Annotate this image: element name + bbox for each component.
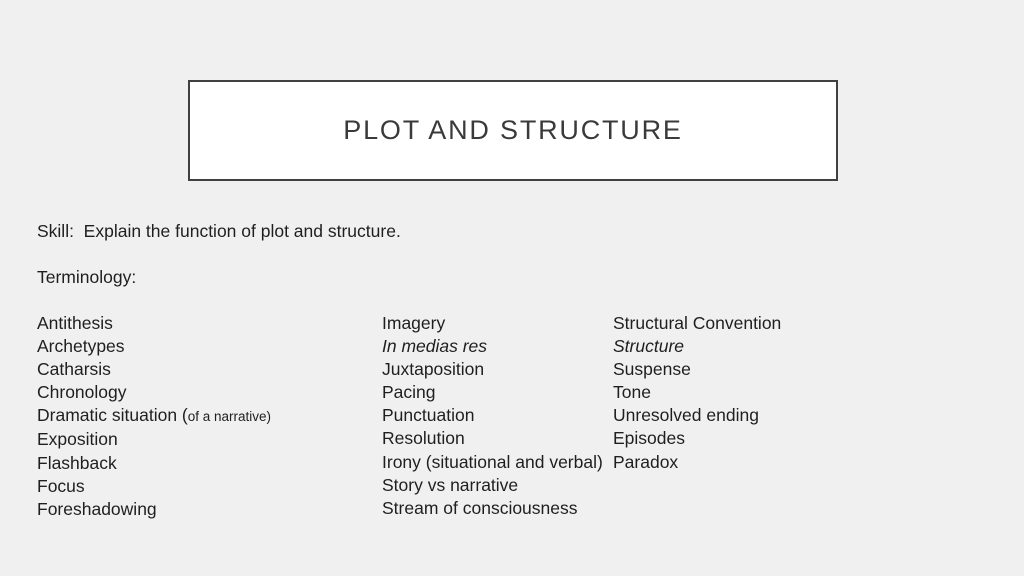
term-item-label: Stream of consciousness: [382, 497, 578, 518]
term-item: Punctuation: [382, 404, 603, 427]
term-item: Episodes: [613, 427, 781, 450]
term-item-label: Irony (situational and verbal): [382, 451, 603, 472]
term-item-label: Tone: [613, 382, 651, 403]
term-item: Foreshadowing: [37, 498, 271, 521]
term-item-label: Episodes: [613, 428, 685, 449]
term-item-label: Catharsis: [37, 359, 111, 380]
term-item-label: Punctuation: [382, 405, 475, 426]
term-item: Imagery: [382, 312, 603, 335]
term-item-label: In medias res: [382, 336, 488, 357]
term-item: Exposition: [37, 428, 271, 451]
term-item: Suspense: [613, 358, 781, 381]
term-item: Antithesis: [37, 312, 271, 335]
term-item-label: Structure: [613, 336, 684, 357]
term-item-label: Pacing: [382, 382, 436, 403]
slide-title: PLOT AND STRUCTURE: [343, 115, 683, 145]
term-item: Paradox: [613, 451, 781, 474]
term-item: Story vs narrative: [382, 474, 603, 497]
term-item-label: Structural Convention: [613, 313, 782, 333]
term-item: Stream of consciousness: [382, 497, 603, 520]
term-item-label: Unresolved ending: [613, 405, 759, 426]
term-item: Structural Convention: [613, 312, 781, 335]
term-item-label: Exposition: [37, 429, 118, 450]
term-item-label: Focus: [37, 475, 85, 496]
term-item-label: Foreshadowing: [37, 498, 157, 519]
term-item-label: Resolution: [382, 428, 465, 449]
term-item: Juxtaposition: [382, 358, 603, 381]
term-item-label: Paradox: [613, 451, 679, 472]
term-item: Flashback: [37, 452, 271, 475]
term-item-label: Antithesis: [37, 313, 113, 333]
term-item: Irony (situational and verbal): [382, 451, 603, 474]
skill-line: Skill: Explain the function of plot and …: [37, 221, 401, 241]
title-box: PLOT AND STRUCTURE: [188, 80, 838, 181]
term-item: Unresolved ending: [613, 404, 781, 427]
term-item: Pacing: [382, 381, 603, 404]
term-item: Chronology: [37, 381, 271, 404]
term-item-label: Suspense: [613, 359, 691, 380]
term-item-note: of a narrative): [187, 409, 272, 425]
term-item-label: Story vs narrative: [382, 474, 519, 495]
term-item: Resolution: [382, 427, 603, 450]
term-item: Dramatic situation (of a narrative): [37, 404, 271, 428]
term-item-label: Dramatic situation (: [37, 405, 188, 426]
term-item-label: Chronology: [37, 382, 127, 403]
term-item: Focus: [37, 475, 271, 498]
term-item: Structure: [613, 335, 781, 358]
term-item: Tone: [613, 381, 781, 404]
term-item-label: Juxtaposition: [382, 359, 485, 380]
term-item-label: Flashback: [37, 452, 117, 473]
term-item-label: Imagery: [382, 313, 446, 333]
term-item: Catharsis: [37, 358, 271, 381]
term-item-label: Archetypes: [37, 336, 125, 357]
term-item: In medias res: [382, 335, 603, 358]
term-item: Archetypes: [37, 335, 271, 358]
terminology-label: Terminology:: [37, 267, 137, 287]
